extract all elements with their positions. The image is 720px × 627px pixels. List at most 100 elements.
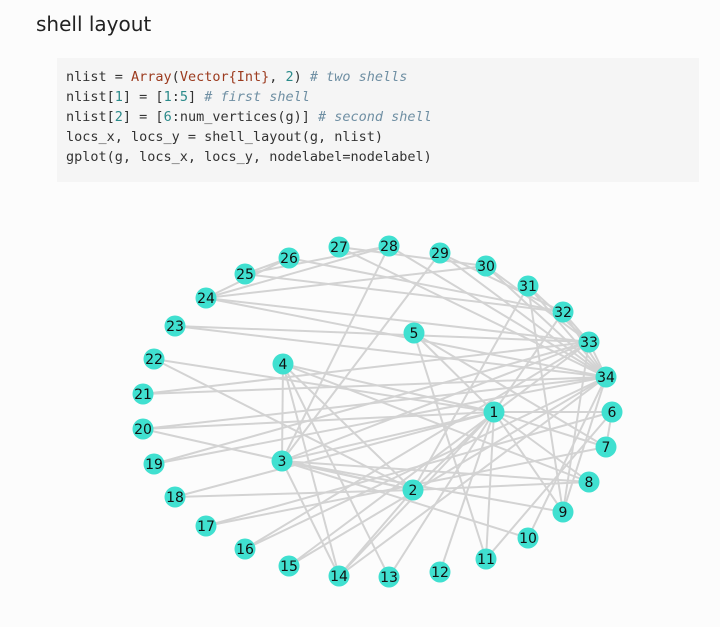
graph-edge bbox=[153, 358, 414, 491]
graph-node: 2 bbox=[402, 479, 424, 501]
node-circle bbox=[164, 315, 186, 337]
code-token: nlist = bbox=[66, 69, 132, 85]
code-token: locs_x, locs_y = shell_layout(g, nlist) bbox=[66, 129, 383, 145]
node-circle bbox=[595, 436, 617, 458]
node-circle bbox=[517, 527, 539, 549]
node-label: 4 bbox=[279, 357, 288, 373]
code-line: nlist = Array(Vector{Int}, 2) # two shel… bbox=[66, 67, 690, 87]
graph-edge bbox=[485, 411, 613, 560]
graph-edge bbox=[174, 325, 590, 343]
code-token: # two shells bbox=[309, 69, 408, 85]
graph-edge bbox=[174, 325, 607, 378]
graph-edge bbox=[244, 341, 590, 550]
node-label: 27 bbox=[330, 240, 348, 256]
section-heading: shell layout bbox=[36, 12, 152, 36]
graph-edge bbox=[485, 265, 607, 378]
graph-node: 15 bbox=[278, 555, 300, 577]
graph-edge bbox=[205, 411, 613, 527]
graph-node: 6 bbox=[601, 401, 623, 423]
node-label: 28 bbox=[380, 239, 398, 255]
graph-edge bbox=[338, 246, 607, 378]
graph-edge bbox=[439, 411, 495, 573]
graph-node: 30 bbox=[475, 255, 497, 277]
graph-node: 12 bbox=[429, 561, 451, 583]
node-layer: 1234567891011121314151617181920212223242… bbox=[132, 235, 623, 588]
node-label: 33 bbox=[580, 335, 598, 351]
graph-edge bbox=[205, 297, 590, 343]
graph-node: 18 bbox=[164, 486, 186, 508]
graph-edge bbox=[281, 252, 441, 462]
graph-node: 17 bbox=[195, 515, 217, 537]
node-label: 10 bbox=[519, 531, 537, 547]
code-token: ) bbox=[293, 69, 310, 85]
code-token: ] = [ bbox=[122, 89, 164, 105]
code-block: nlist = Array(Vector{Int}, 2) # two shel… bbox=[57, 58, 699, 182]
graph-node: 26 bbox=[278, 247, 300, 269]
code-token: 2 bbox=[285, 69, 294, 85]
node-circle bbox=[552, 501, 574, 523]
graph-edge bbox=[205, 265, 487, 299]
graph-edge bbox=[527, 285, 607, 378]
code-token: 5 bbox=[179, 89, 188, 105]
node-circle bbox=[429, 242, 451, 264]
node-label: 20 bbox=[134, 422, 152, 438]
code-token: gplot(g, locs_x, locs_y, nodelabel=nodel… bbox=[66, 149, 432, 165]
node-circle bbox=[328, 236, 350, 258]
graph-edge bbox=[205, 245, 390, 299]
code-token: ( bbox=[171, 69, 180, 85]
graph-edge bbox=[338, 246, 487, 267]
graph-node: 31 bbox=[517, 275, 539, 297]
node-label: 6 bbox=[608, 405, 617, 421]
code-token: ] bbox=[187, 89, 205, 105]
graph-edge bbox=[142, 376, 607, 395]
node-label: 29 bbox=[431, 246, 449, 262]
node-label: 26 bbox=[280, 251, 298, 267]
node-circle bbox=[164, 486, 186, 508]
node-label: 1 bbox=[490, 405, 499, 421]
graph-node: 9 bbox=[552, 501, 574, 523]
code-token: :num_vertices(g)] bbox=[171, 109, 319, 125]
node-circle bbox=[143, 453, 165, 475]
graph-edge bbox=[527, 376, 607, 539]
node-label: 13 bbox=[380, 570, 398, 586]
edge-layer bbox=[142, 245, 613, 578]
node-circle bbox=[234, 263, 256, 285]
graph-edge bbox=[282, 363, 590, 483]
node-circle bbox=[328, 565, 350, 587]
node-label: 16 bbox=[236, 542, 254, 558]
graph-node: 28 bbox=[378, 235, 400, 257]
graph-edge bbox=[174, 411, 495, 498]
node-circle bbox=[578, 471, 600, 493]
graph-node: 16 bbox=[234, 538, 256, 560]
node-circle bbox=[475, 548, 497, 570]
node-label: 21 bbox=[134, 387, 152, 403]
node-label: 5 bbox=[410, 326, 419, 342]
graph-edge bbox=[174, 489, 414, 498]
node-label: 23 bbox=[166, 319, 184, 335]
code-token: nlist[ bbox=[66, 89, 115, 105]
code-token: 1 bbox=[163, 89, 172, 105]
graph-node: 29 bbox=[429, 242, 451, 264]
node-circle bbox=[195, 287, 217, 309]
node-label: 3 bbox=[278, 454, 287, 470]
node-label: 31 bbox=[519, 279, 537, 295]
graph-edge bbox=[142, 411, 495, 430]
graph-edge bbox=[244, 376, 607, 550]
code-token: # first shell bbox=[204, 89, 310, 105]
node-circle bbox=[378, 235, 400, 257]
graph-node: 27 bbox=[328, 236, 350, 258]
code-token: 6 bbox=[163, 109, 172, 125]
graph-node: 7 bbox=[595, 436, 617, 458]
graph-edge bbox=[562, 376, 607, 513]
code-token: Vector{Int} bbox=[179, 69, 270, 85]
graph-node: 3 bbox=[271, 450, 293, 472]
code-line: nlist[2] = [6:num_vertices(g)] # second … bbox=[66, 107, 690, 127]
node-label: 34 bbox=[597, 370, 615, 386]
node-circle bbox=[132, 418, 154, 440]
graph-node: 10 bbox=[517, 527, 539, 549]
node-circle bbox=[475, 255, 497, 277]
node-label: 22 bbox=[145, 352, 163, 368]
graph-edge bbox=[338, 376, 607, 577]
graph-node: 19 bbox=[143, 453, 165, 475]
graph-edge bbox=[439, 252, 607, 378]
